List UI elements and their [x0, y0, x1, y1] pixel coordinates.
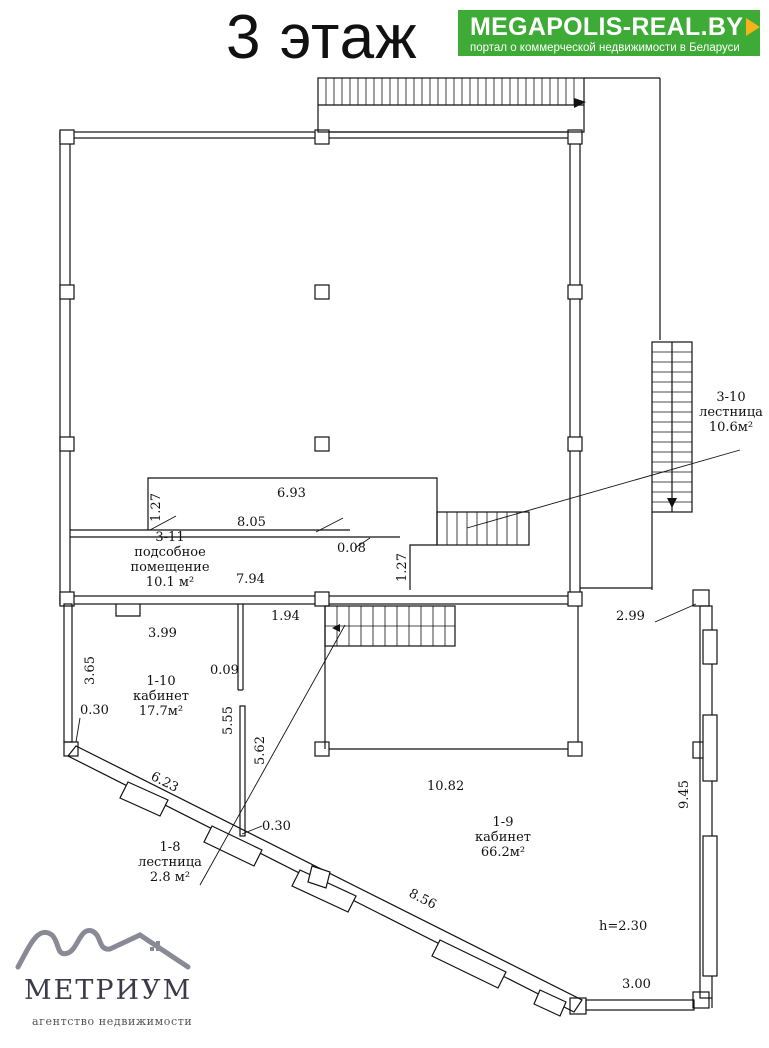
dim-10.82: 10.82 — [427, 779, 465, 794]
room-1-10-name: кабинет — [133, 689, 189, 704]
metrium-logo-subtitle: агентство недвижимости — [32, 1015, 193, 1028]
dim-5.62: 5.62 — [252, 736, 268, 765]
room-3-10: 3-10 лестница 10.6м² — [696, 390, 766, 435]
room-1-9-name: кабинет — [475, 830, 531, 845]
room-1-8: 1-8 лестница 2.8 м² — [130, 840, 210, 885]
room-3-11-name-2: помещение — [130, 560, 210, 575]
room-3-11-area: 10.1 м² — [145, 575, 195, 590]
height-note: h=2.30 — [599, 919, 648, 934]
banner-tagline: портал о коммерческой недвижимости в Бел… — [470, 42, 740, 54]
dim-6.93: 6.93 — [277, 486, 306, 501]
room-1-10: 1-10 кабинет 17.7м² — [126, 674, 196, 719]
room-3-11-id: 3-11 — [155, 530, 185, 545]
dim-0.30-b: 0.30 — [262, 819, 291, 834]
dim-0.09: 0.09 — [210, 663, 239, 678]
room-1-9-area: 66.2м² — [480, 845, 526, 860]
dim-3.00: 3.00 — [622, 977, 651, 992]
room-1-10-area: 17.7м² — [138, 704, 184, 719]
dim-2.99: 2.99 — [616, 609, 645, 624]
dim-7.94: 7.94 — [236, 572, 265, 587]
metrium-logo-name: МЕТРИУМ — [24, 975, 193, 1006]
dim-1.27-b: 1.27 — [394, 553, 410, 582]
metrium-logo-icon — [15, 928, 191, 970]
dim-5.55: 5.55 — [220, 706, 236, 735]
dim-0.30-a: 0.30 — [80, 703, 109, 718]
room-1-9: 1-9 кабинет 66.2м² — [468, 815, 538, 860]
room-3-10-id: 3-10 — [716, 390, 746, 405]
megapolis-banner[interactable]: MEGAPOLIS-REAL.BY портал о коммерческой … — [458, 10, 760, 56]
dim-8.05: 8.05 — [237, 515, 266, 530]
room-1-10-id: 1-10 — [146, 674, 176, 689]
dim-1.94: 1.94 — [271, 609, 300, 624]
room-3-11: 3-11 подсобное помещение 10.1 м² — [122, 530, 218, 590]
room-1-8-area: 2.8 м² — [149, 870, 191, 885]
room-3-10-area: 10.6м² — [708, 420, 754, 435]
dim-0.08: 0.08 — [337, 541, 366, 556]
room-1-8-name: лестница — [138, 855, 202, 870]
dim-3.65: 3.65 — [82, 656, 98, 685]
room-1-8-id: 1-8 — [159, 840, 181, 855]
banner-arrow-icon — [746, 18, 760, 36]
dim-9.45: 9.45 — [676, 780, 692, 809]
room-1-9-id: 1-9 — [492, 815, 514, 830]
dim-1.27-a: 1.27 — [148, 493, 164, 522]
floor-title: 3 этаж — [226, 3, 418, 72]
dim-3.99: 3.99 — [148, 626, 177, 641]
banner-brand: MEGAPOLIS-REAL.BY — [470, 13, 744, 41]
metrium-logo: МЕТРИУМ агентство недвижимости — [10, 905, 230, 1035]
room-3-11-name-1: подсобное — [134, 545, 206, 560]
room-3-10-name: лестница — [699, 405, 763, 420]
